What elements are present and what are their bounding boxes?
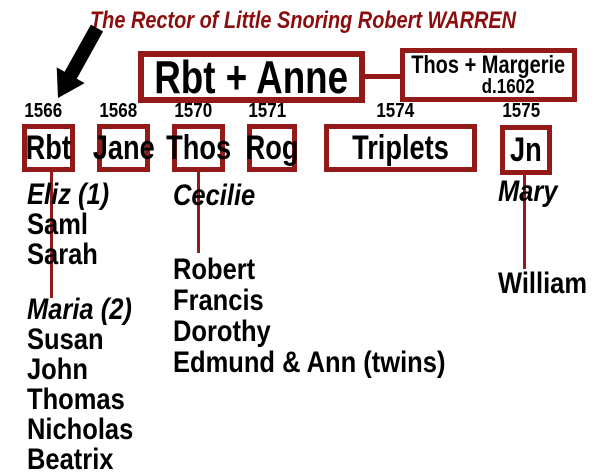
year-text: 1575 — [502, 100, 540, 122]
descendant-name: Nicholas — [27, 413, 134, 446]
child-name: Jane — [92, 129, 155, 167]
descendant-name: Sarah — [27, 238, 98, 271]
thos-descendants-column: Cecilie Robert Francis Dorothy Edmund & … — [173, 179, 494, 379]
marriage-link-line — [365, 74, 400, 79]
descendant-name: John — [27, 353, 88, 386]
jn-descendants-column: Mary William — [498, 177, 600, 299]
descendant-name: Robert — [173, 253, 256, 286]
year-label-1568: 1568 — [92, 100, 145, 123]
child-box-jane: Jane — [93, 124, 155, 172]
spouse-name: Cecilie — [173, 179, 256, 212]
page-title: The Rector of Little Snoring Robert WARR… — [90, 7, 517, 34]
spouse-name: Mary — [498, 175, 558, 208]
descent-line-thos — [197, 171, 200, 253]
descendant-name: Thomas — [27, 383, 125, 416]
child-name: Thos — [166, 129, 231, 167]
year-text: 1566 — [24, 100, 63, 122]
descendant-name: William — [498, 267, 588, 300]
descendant-name: Beatrix — [27, 443, 114, 475]
spouse-name: Eliz (1) — [27, 178, 110, 211]
pointer-arrow-icon — [56, 24, 104, 99]
year-label-1566: 1566 — [17, 100, 70, 123]
descendant-name: Susan — [27, 323, 104, 356]
child-name: Triplets — [352, 129, 449, 167]
child-box-triplets: Triplets — [324, 124, 477, 172]
child-name: Jn — [510, 131, 542, 169]
spouse-name: Maria (2) — [27, 293, 132, 326]
descent-line-rbt — [50, 171, 53, 298]
year-text: 1571 — [248, 100, 286, 122]
child-box-jn: Jn — [500, 125, 552, 175]
rbt-descendants-column: Eliz (1) Saml Sarah Maria (2) Susan John… — [27, 180, 152, 475]
parent-box-rbt-anne: Rbt + Anne — [138, 51, 365, 103]
descent-line-jn — [523, 174, 526, 269]
descendant-name: Francis — [173, 284, 264, 317]
year-label-1571: 1571 — [242, 100, 292, 123]
child-name: Rbt — [25, 129, 72, 167]
child-name: Rog — [245, 129, 299, 167]
year-text: 1568 — [99, 100, 138, 122]
child-box-rbt: Rbt — [22, 124, 75, 172]
year-label-1570: 1570 — [167, 100, 220, 123]
year-label-1574: 1574 — [319, 100, 472, 123]
parent-couple-name: Rbt + Anne — [154, 51, 349, 103]
year-text: 1570 — [174, 100, 213, 122]
linked-couple-death: d.1602 — [482, 76, 535, 98]
descendant-name: Saml — [27, 208, 88, 241]
child-box-thos: Thos — [166, 124, 231, 172]
year-label-1575: 1575 — [495, 100, 547, 123]
linked-couple-name: Thos + Margerie — [411, 51, 566, 79]
child-box-rog: Rog — [245, 124, 299, 172]
year-text: 1574 — [376, 100, 415, 122]
descendant-name: Edmund & Ann (twins) — [173, 346, 446, 379]
descendant-name: Dorothy — [173, 315, 271, 348]
parent-box-thos-margerie: Thos + Margerie d.1602 — [400, 48, 577, 102]
